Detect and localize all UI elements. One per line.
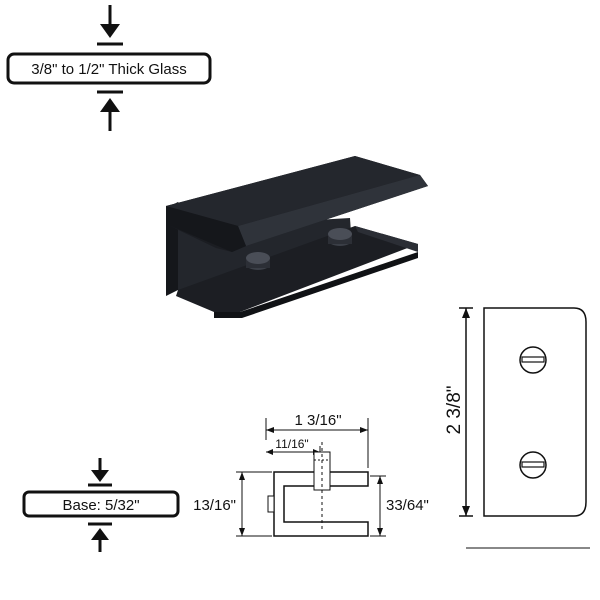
glass-clamp-product-image <box>166 156 428 318</box>
screw-icon <box>246 252 270 270</box>
height-label: 13/16" <box>193 497 236 514</box>
glass-thickness-box <box>6 52 212 85</box>
screw-icon <box>328 228 352 246</box>
down-arrow-icon <box>88 458 112 487</box>
base-thickness-callout: Base: 5/32" <box>22 458 180 552</box>
front-view-drawing: 2 3/8" <box>444 307 590 549</box>
glass-thickness-label: 3/8" to 1/2" Thick Glass <box>31 61 186 78</box>
base-thickness-label: Base: 5/32" <box>62 497 139 514</box>
slot-depth-label: 11/16" <box>275 437 308 451</box>
up-arrow-icon <box>97 90 123 131</box>
base-thickness-box <box>22 490 180 518</box>
overall-length-label: 1 3/16" <box>294 412 341 429</box>
screw-head-icon <box>519 346 547 374</box>
screw-head-icon <box>519 451 547 479</box>
glass-gap-label: 33/64" <box>386 497 429 514</box>
glass-thickness-callout: 3/8" to 1/2" Thick Glass <box>6 5 212 131</box>
down-arrow-icon <box>97 5 123 46</box>
front-height-label: 2 3/8" <box>444 385 465 434</box>
up-arrow-icon <box>88 522 112 552</box>
side-view-drawing: 1 3/16" 11/16" 13/16" 33/64" <box>193 412 429 537</box>
